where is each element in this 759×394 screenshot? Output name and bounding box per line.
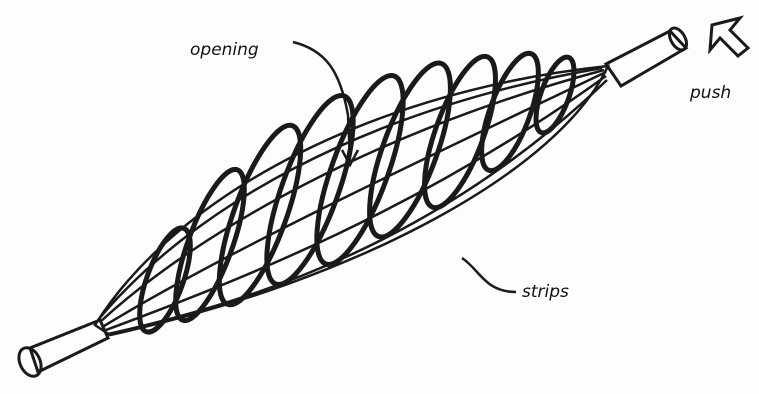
push-arrow-icon: [710, 18, 748, 56]
label-strips: strips: [522, 282, 569, 302]
handle-left: [15, 320, 108, 380]
strips-pointer: [462, 258, 516, 292]
label-opening: opening: [190, 40, 259, 60]
label-push: push: [690, 83, 731, 103]
handle-right: [606, 25, 690, 86]
